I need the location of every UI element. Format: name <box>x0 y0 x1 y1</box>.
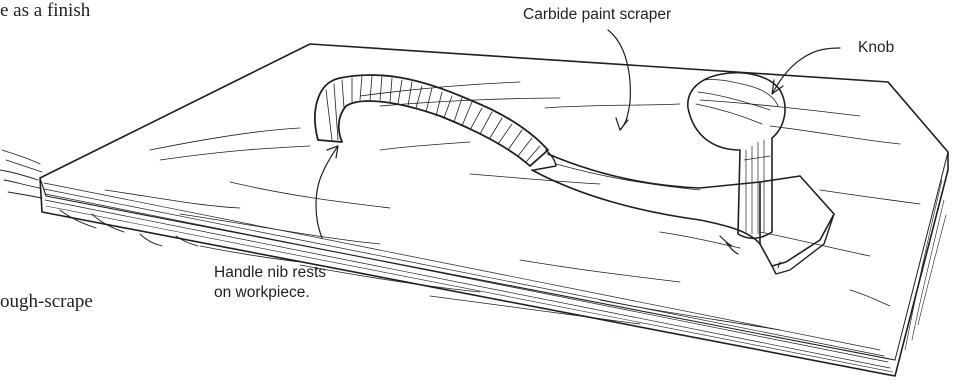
nib-callout-label-line2: on workpiece. <box>214 283 310 302</box>
nib-callout-label-line1: Handle nib rests <box>214 263 326 282</box>
nib-callout-arrow <box>316 146 338 238</box>
scraper-knob <box>688 73 785 238</box>
knob-callout-label: Knob <box>858 38 894 57</box>
handle-grip <box>315 75 556 170</box>
workpiece-board <box>40 44 948 376</box>
scraper-callout-label: Carbide paint scraper <box>523 5 671 24</box>
scraper-callout-arrow <box>608 30 630 130</box>
wood-shavings <box>0 150 198 246</box>
scraper-shaft <box>532 154 760 244</box>
scraper-head <box>720 176 834 274</box>
